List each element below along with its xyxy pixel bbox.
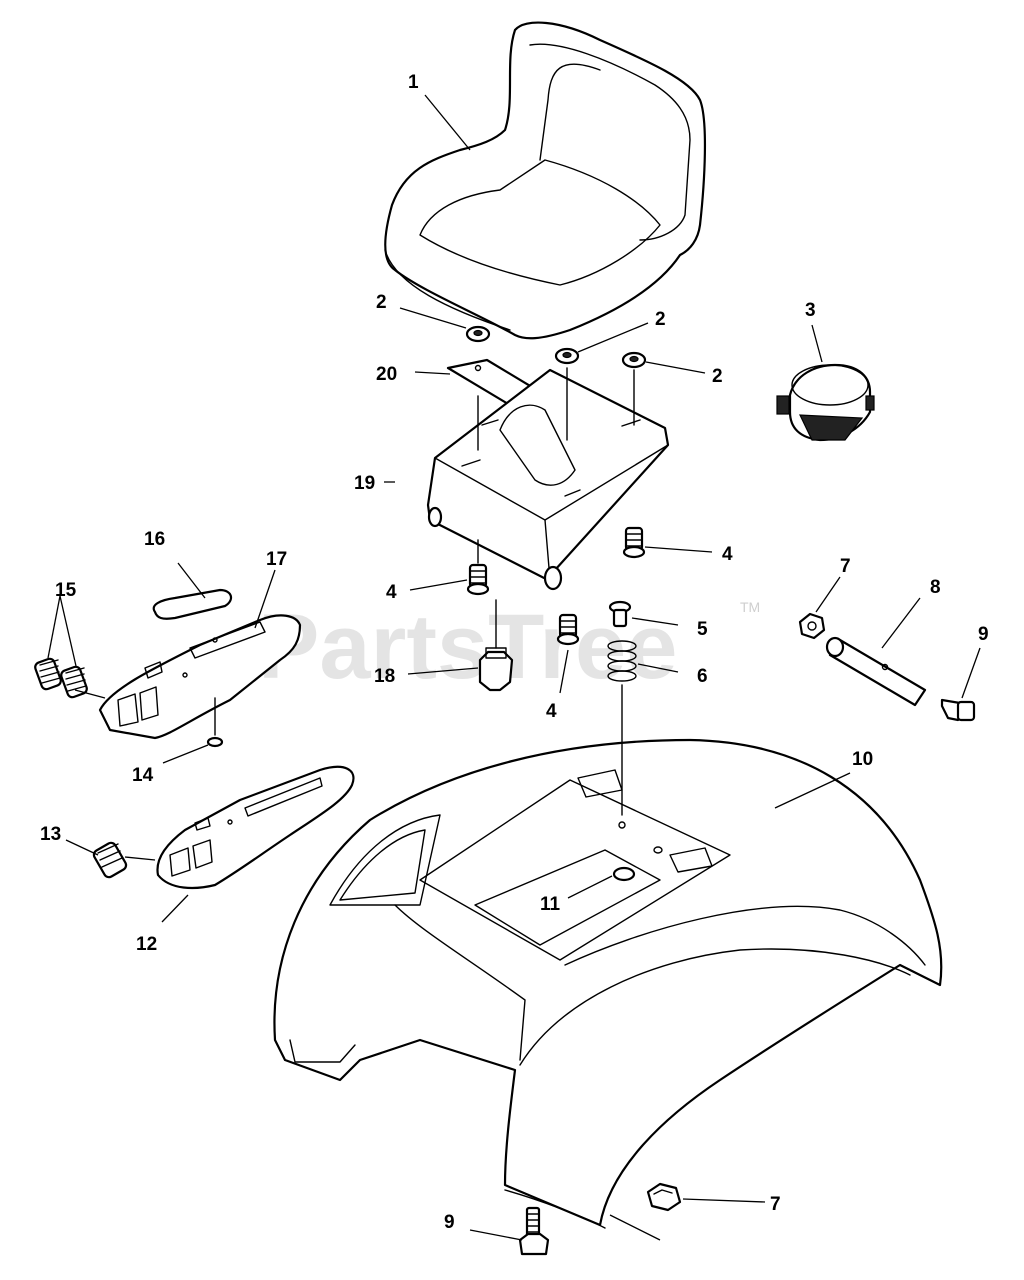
callout-screw-b: 4 (386, 582, 397, 603)
grommet-part (612, 866, 636, 882)
spring-lower-part (92, 841, 128, 879)
watermark-trademark: TM (740, 599, 760, 615)
callout-switch: 3 (805, 300, 816, 321)
pad-part (152, 588, 233, 620)
leader-lines (47, 94, 981, 1241)
small-screw-part (608, 600, 632, 628)
callout-screw-c: 4 (546, 701, 557, 722)
fender-part (273, 738, 943, 1229)
washer-part (206, 736, 224, 748)
switch-part (776, 363, 875, 442)
callout-washer: 14 (132, 765, 154, 786)
bolt-bottom-part (518, 1206, 550, 1256)
clip-part (478, 599, 514, 692)
callout-pad: 16 (144, 529, 165, 550)
spring-part (607, 640, 637, 816)
callout-spring: 6 (697, 666, 708, 687)
callout-plate-lower: 12 (136, 934, 157, 955)
callout-bolt-top: 9 (978, 624, 989, 645)
callout-nut-bottom: 7 (770, 1194, 781, 1215)
callout-nut-top: 7 (840, 556, 851, 577)
plate-upper-part (98, 614, 302, 740)
callout-screw-a: 4 (722, 544, 733, 565)
seat-pan-part (426, 367, 670, 591)
callout-bolt-bottom: 9 (444, 1212, 455, 1233)
callout-grommet: 11 (540, 894, 561, 915)
callout-fender: 10 (852, 749, 873, 770)
nut-top-part (798, 612, 826, 640)
callout-seat: 1 (408, 72, 419, 93)
callout-screw-small: 5 (697, 619, 708, 640)
seat-part (384, 21, 707, 340)
screw-parts (466, 526, 646, 646)
nut-bottom-part (646, 1182, 682, 1212)
callout-pin: 8 (930, 577, 941, 598)
callout-strap: 20 (376, 364, 397, 385)
callout-clip: 18 (374, 666, 395, 687)
callout-spring-lower: 13 (40, 824, 61, 845)
springs-upper-part (34, 657, 88, 699)
callout-springs-upper: 15 (55, 580, 77, 601)
plate-lower-part (156, 765, 355, 890)
callout-seat-pan: 19 (354, 473, 375, 494)
callout-spacer-b: 2 (655, 309, 666, 330)
callout-plate-upper: 17 (266, 549, 287, 570)
callouts: 1 2 2 2 3 20 19 4 4 4 5 6 18 7 8 9 10 11… (40, 72, 989, 1233)
spacer-parts (465, 325, 647, 369)
callout-spacer-a: 2 (376, 292, 387, 313)
callout-spacer-c: 2 (712, 366, 723, 387)
pin-part (825, 636, 927, 707)
bolt-top-part (940, 698, 976, 722)
